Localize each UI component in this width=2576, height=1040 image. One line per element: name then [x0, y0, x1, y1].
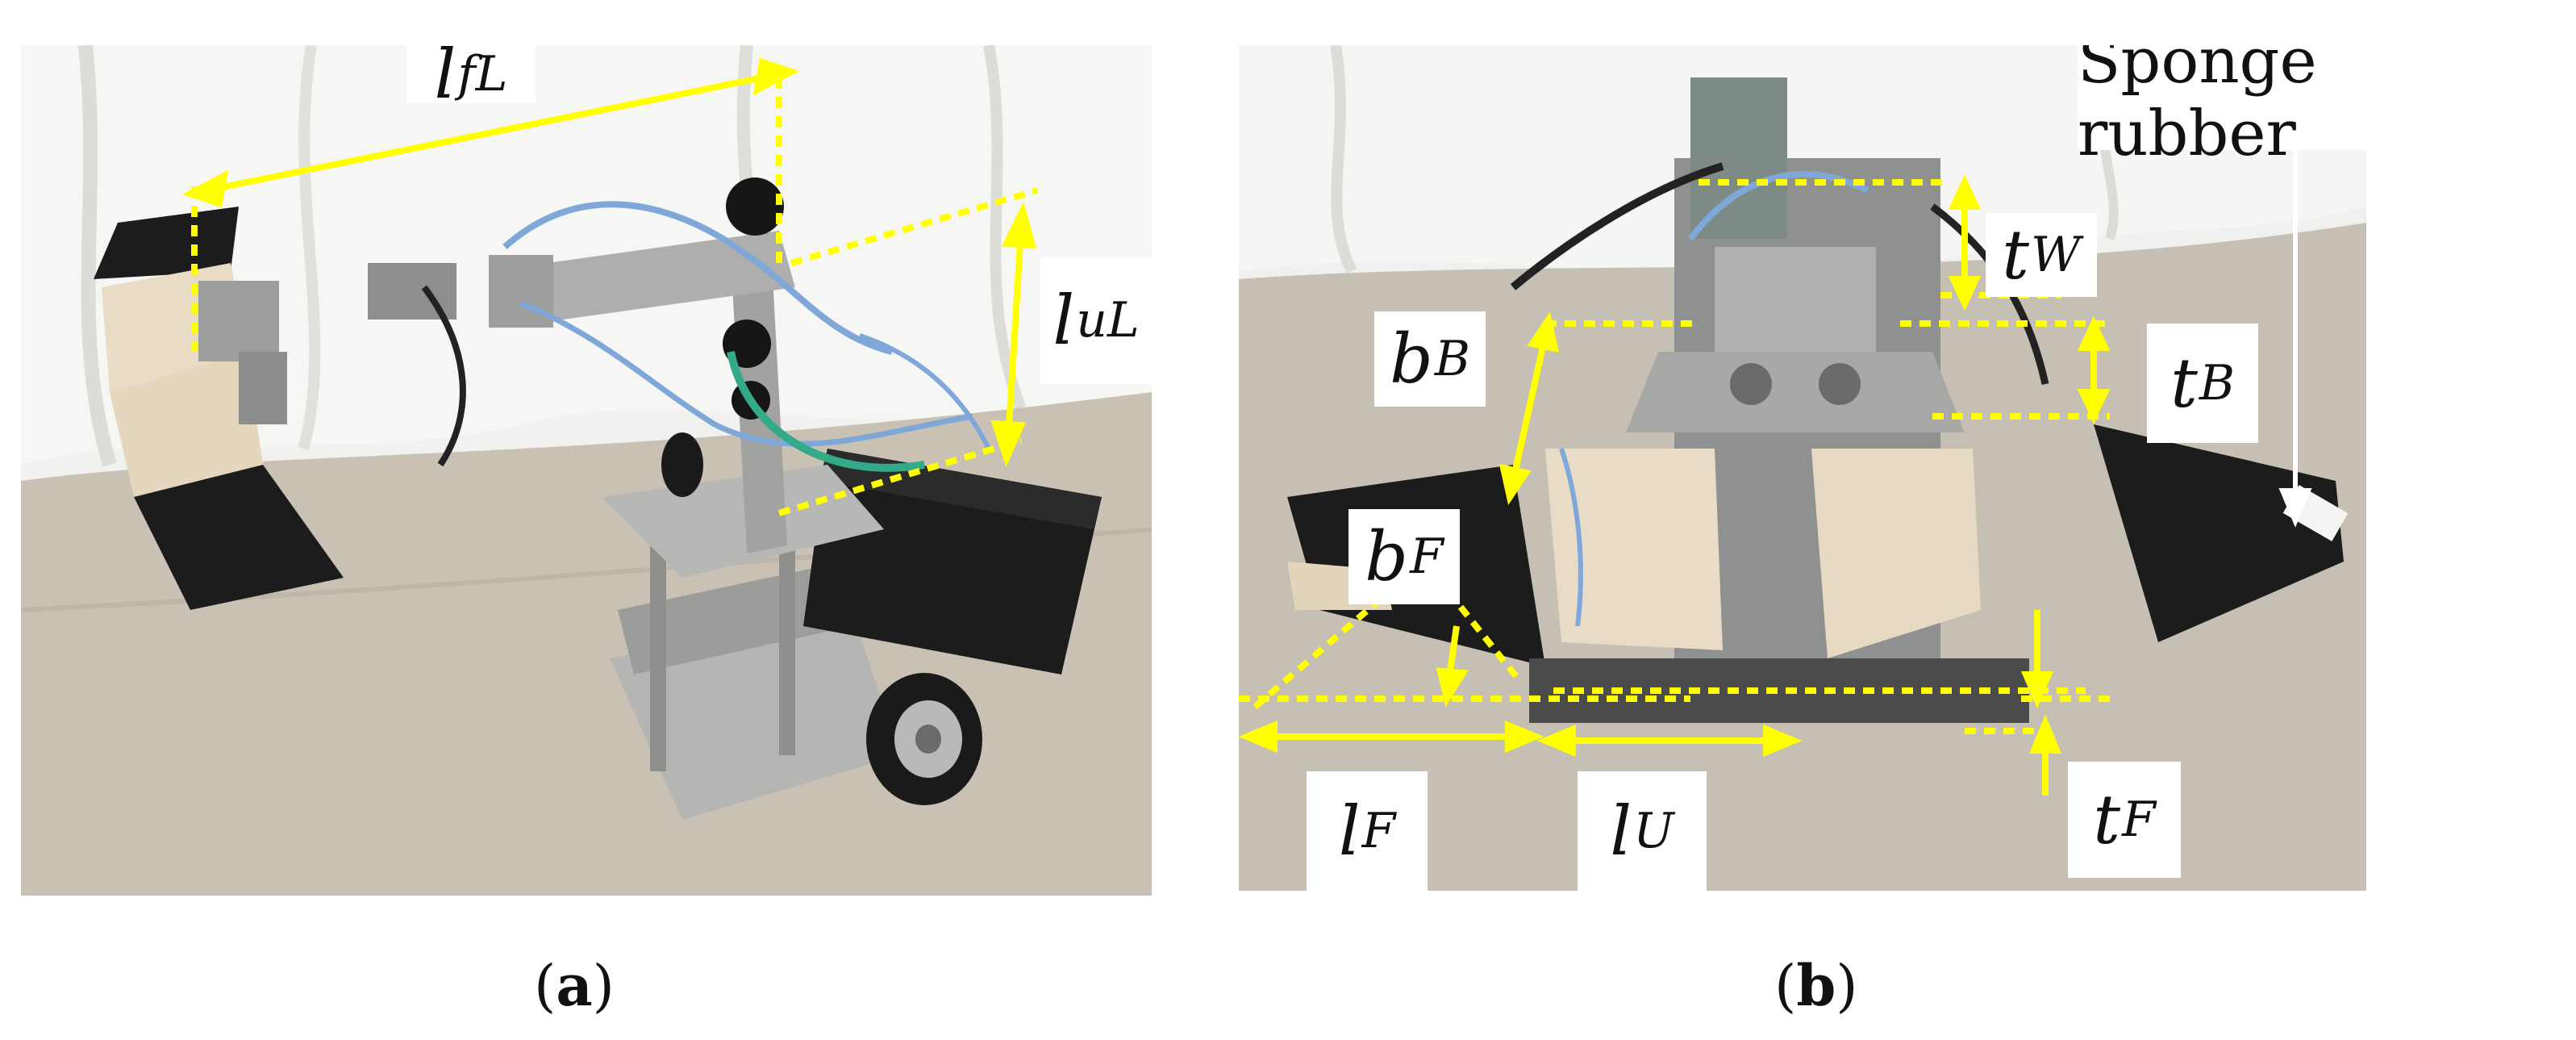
- caption-b: (b): [1774, 952, 1858, 1019]
- robot-hand-front-view: [1239, 45, 2366, 891]
- label-sponge-rubber: Sponge rubber: [2078, 45, 2366, 170]
- robot-arm-side-view: [21, 45, 1152, 896]
- caption-a: (a): [534, 952, 615, 1019]
